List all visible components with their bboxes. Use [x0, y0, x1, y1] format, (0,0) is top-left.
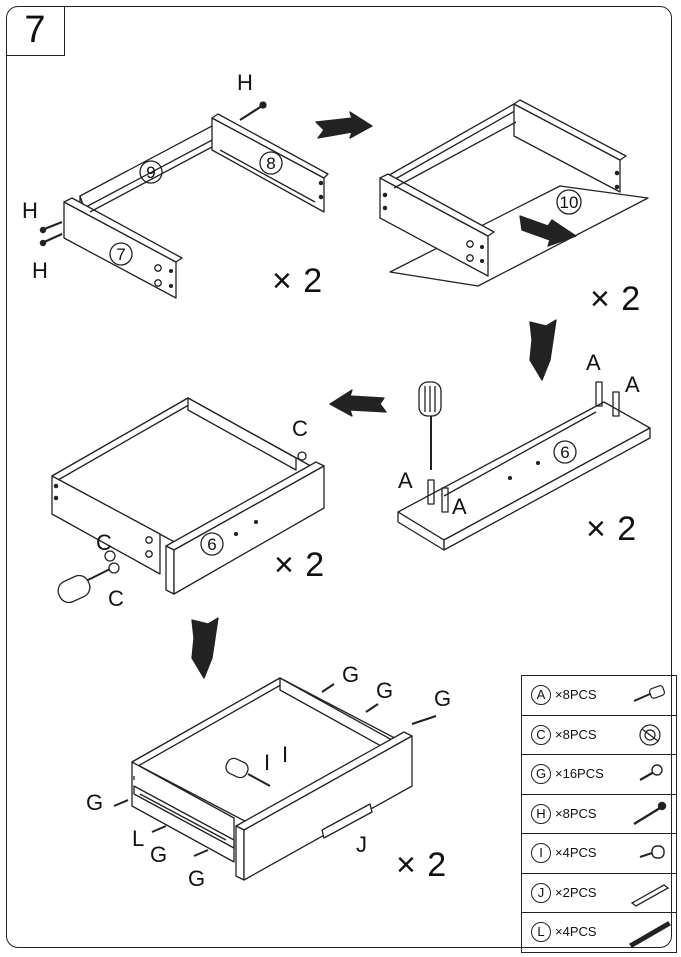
callout-i-1: I — [264, 750, 270, 775]
drawer-frame-parts — [39, 101, 329, 299]
quantity-panel-2: × 2 — [590, 280, 642, 318]
legend-count: ×4PCS — [555, 845, 597, 860]
quantity-panel-1: × 2 — [272, 262, 324, 300]
screw-h-left — [39, 220, 63, 247]
part-number-8: 8 — [266, 154, 275, 173]
legend-row-l: L ×4PCS — [522, 913, 676, 952]
screw-g-set — [113, 683, 437, 857]
small-screwdriver-icon — [225, 757, 271, 787]
callout-j: J — [356, 832, 367, 857]
legend-row-j: J ×2PCS — [522, 874, 676, 913]
drawer-box-assembly — [51, 397, 325, 604]
handle-j — [321, 803, 373, 839]
front-panel-with-dowels — [397, 381, 651, 551]
cam-screwdriver-icon — [57, 567, 113, 604]
part-number-9: 9 — [146, 163, 155, 182]
callout-h-top: H — [237, 70, 253, 95]
legend-row-g: G ×16PCS — [522, 755, 676, 795]
legend-row-c: C ×8PCS — [522, 716, 676, 755]
part-number-10: 10 — [560, 193, 579, 212]
legend-count: ×16PCS — [555, 766, 604, 781]
hardware-legend: A ×8PCS C ×8PCS G ×16PCS H ×8PCS I ×4PCS… — [521, 675, 677, 953]
legend-letter: I — [531, 843, 551, 863]
callout-c-2: C — [96, 530, 112, 555]
cam-lock-icon — [639, 723, 661, 746]
callout-h-left2: H — [32, 258, 48, 283]
legend-count: ×4PCS — [555, 924, 597, 939]
legend-row-i: I ×4PCS — [522, 834, 676, 874]
page-frame — [6, 6, 672, 948]
legend-count: ×2PCS — [555, 884, 597, 900]
long-screw-icon — [633, 801, 667, 825]
legend-letter: H — [531, 803, 551, 824]
callout-a-3: A — [398, 468, 413, 493]
legend-count: ×8PCS — [555, 687, 597, 702]
legend-row-h: H ×8PCS — [522, 795, 676, 834]
callout-g-6: G — [188, 866, 205, 891]
quantity-panel-5: × 2 — [396, 846, 448, 884]
legend-row-a: A ×8PCS — [522, 676, 676, 716]
callout-g-1: G — [342, 662, 359, 687]
callout-c-1: C — [292, 416, 308, 441]
legend-letter: A — [531, 685, 551, 705]
dowel-a — [427, 381, 620, 513]
callout-a-1: A — [586, 350, 601, 375]
quantity-panel-4: × 2 — [274, 546, 326, 584]
legend-count: ×8PCS — [555, 805, 597, 821]
callout-l: L — [132, 826, 144, 851]
screwdriver-icon — [418, 381, 442, 470]
finished-drawer — [113, 677, 437, 881]
legend-letter: G — [531, 764, 551, 784]
callout-g-4: G — [86, 790, 103, 815]
legend-letter: L — [531, 922, 551, 942]
part-number-7: 7 — [116, 245, 125, 264]
quantity-panel-3: × 2 — [586, 510, 638, 548]
callout-g-3: G — [434, 686, 451, 711]
legend-letter: J — [531, 882, 551, 903]
screw-h-top — [239, 101, 267, 121]
callout-g-5: G — [150, 842, 167, 867]
part-number-6b: 6 — [207, 535, 216, 554]
callout-a-2: A — [625, 372, 640, 397]
step-number: 7 — [6, 6, 65, 56]
callout-c-3: C — [108, 586, 124, 611]
handle-bar-icon — [630, 883, 670, 907]
legend-count: ×8PCS — [555, 726, 597, 742]
part-number-6a: 6 — [560, 443, 569, 462]
callout-g-2: G — [376, 678, 393, 703]
callout-a-4: A — [452, 494, 467, 519]
callout-i-2: I — [282, 742, 288, 767]
short-screw-icon — [639, 764, 663, 781]
drawer-slide-rail — [133, 785, 235, 849]
knob-screw-icon — [639, 845, 665, 859]
legend-letter: C — [531, 724, 551, 745]
callout-h-left1: H — [22, 198, 38, 223]
drawer-slide-icon — [629, 921, 671, 948]
cam-dowel-icon — [633, 685, 666, 702]
drawer-frame-with-bottom — [379, 99, 649, 287]
